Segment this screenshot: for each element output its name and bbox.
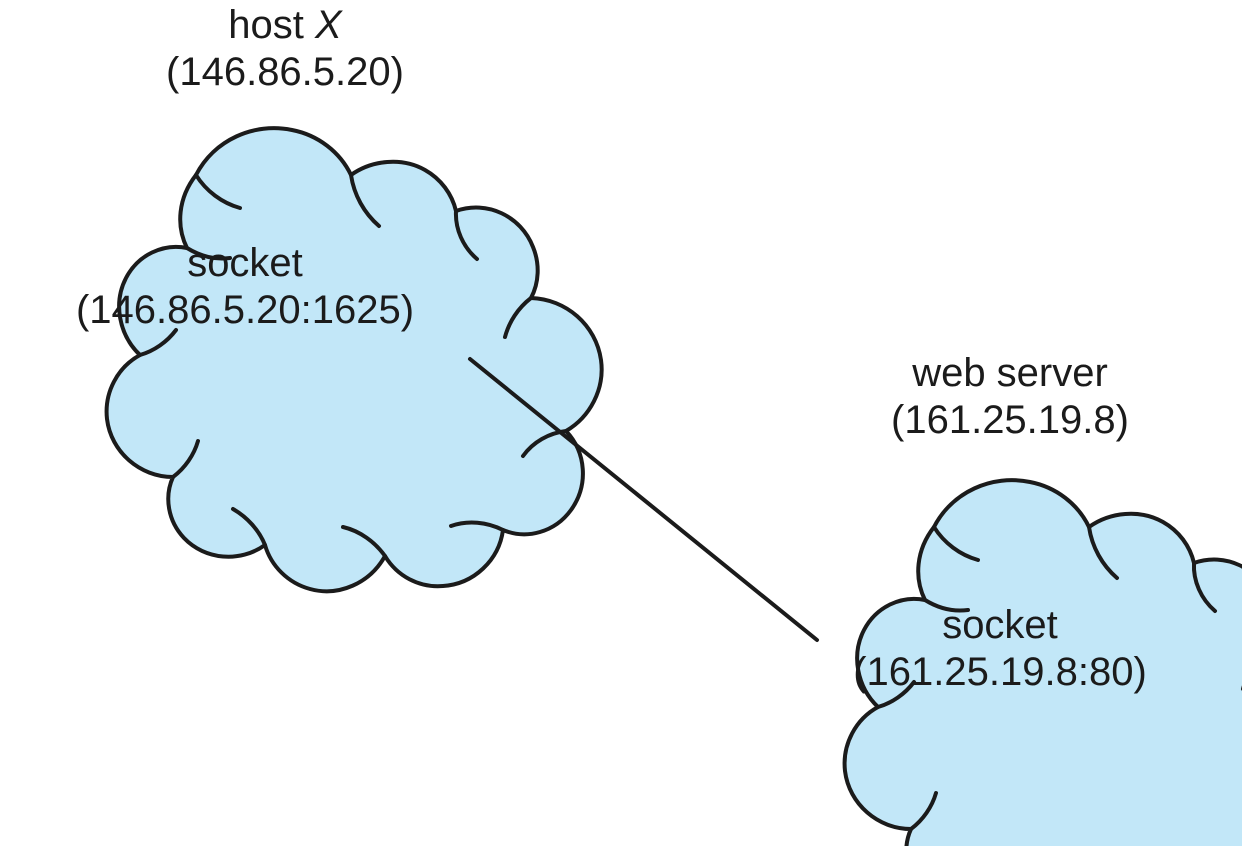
server-caption: web server (161.25.19.8) <box>830 350 1190 444</box>
host-cloud-shape <box>104 126 604 594</box>
server-cloud-shape <box>842 478 1242 846</box>
host-caption-line-1: host X <box>75 2 495 49</box>
host-cloud[interactable] <box>104 126 604 594</box>
server-cloud-bump-details <box>876 525 1242 831</box>
host-caption-prefix: host <box>228 3 316 47</box>
host-socket-label-line-2: (146.86.5.20:1625) <box>75 288 415 332</box>
server-caption-line-2: (161.25.19.8) <box>891 398 1129 442</box>
host-caption-line-2: (146.86.5.20) <box>166 50 404 94</box>
server-socket-label: socket (161.25.19.8:80) <box>790 602 1210 696</box>
host-caption-emphasis: X <box>315 3 342 47</box>
server-socket-label-line-2: (161.25.19.8:80) <box>853 650 1147 694</box>
socket-connection-line[interactable] <box>468 357 819 642</box>
server-cloud[interactable] <box>842 478 1242 846</box>
host-socket-label: socket (146.86.5.20:1625) <box>0 240 490 334</box>
host-caption: host X (146.86.5.20) <box>75 2 495 96</box>
server-caption-line-1: web server <box>912 351 1108 395</box>
host-socket-label-line-1: socket <box>187 241 303 285</box>
server-socket-label-line-1: socket <box>942 603 1058 647</box>
host-cloud-bump-details <box>138 173 568 558</box>
